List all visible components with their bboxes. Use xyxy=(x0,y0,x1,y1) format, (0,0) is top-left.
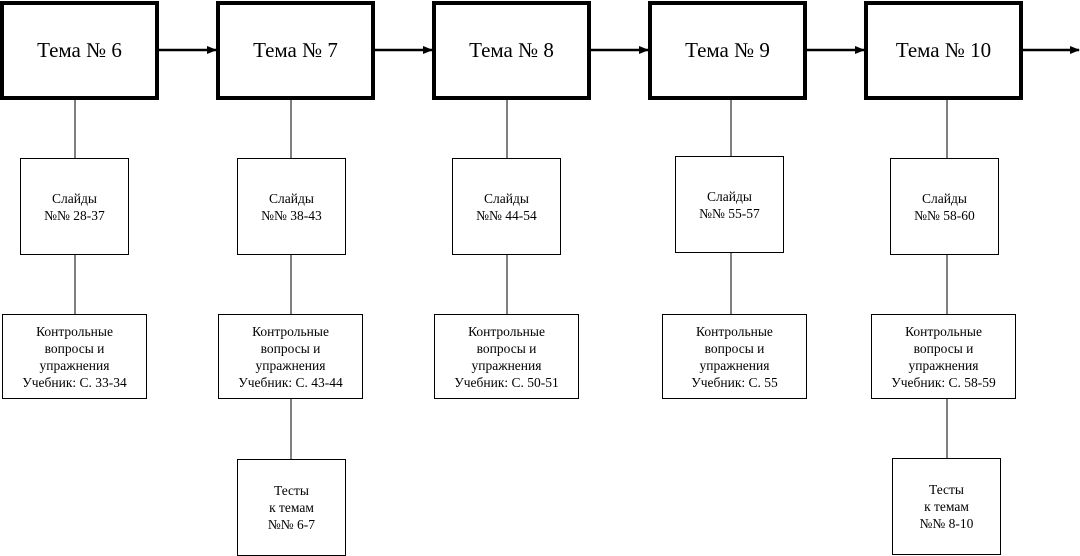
topic-8-title: Тема № 8 xyxy=(469,38,554,62)
topic-10-box: Тема № 10 xyxy=(864,1,1023,100)
topic-10-slides-box: Слайды №№ 58-60 xyxy=(890,158,999,255)
topic-6-box: Тема № 6 xyxy=(0,1,159,100)
topic-10-exercises: Контрольные вопросы и упражнения Учебник… xyxy=(891,323,996,390)
topic-9-slides-box: Слайды №№ 55-57 xyxy=(675,156,784,253)
topic-7-slides-box: Слайды №№ 38-43 xyxy=(237,158,346,255)
topic-9-exercises: Контрольные вопросы и упражнения Учебник… xyxy=(691,323,778,390)
topic-7-exercises-box: Контрольные вопросы и упражнения Учебник… xyxy=(218,314,363,399)
topic-8-box: Тема № 8 xyxy=(432,1,591,100)
topic-7-slides: Слайды №№ 38-43 xyxy=(261,190,322,223)
topic-6-exercises: Контрольные вопросы и упражнения Учебник… xyxy=(22,323,127,390)
topic-9-box: Тема № 9 xyxy=(648,1,807,100)
topic-10-tests: Тесты к темам №№ 8-10 xyxy=(919,482,974,531)
topic-9-exercises-box: Контрольные вопросы и упражнения Учебник… xyxy=(662,314,807,399)
topic-8-slides-box: Слайды №№ 44-54 xyxy=(452,158,561,255)
topic-6-slides: Слайды №№ 28-37 xyxy=(44,190,105,223)
topic-7-tests-box: Тесты к темам №№ 6-7 xyxy=(237,459,346,556)
topic-6-exercises-box: Контрольные вопросы и упражнения Учебник… xyxy=(2,314,147,399)
topic-10-title: Тема № 10 xyxy=(895,38,992,62)
topic-7-tests: Тесты к темам №№ 6-7 xyxy=(267,483,316,532)
topic-7-title: Тема № 7 xyxy=(253,38,338,62)
topic-8-slides: Слайды №№ 44-54 xyxy=(476,190,537,223)
topic-9-title: Тема № 9 xyxy=(685,38,770,62)
topic-10-tests-box: Тесты к темам №№ 8-10 xyxy=(892,458,1001,555)
topic-7-box: Тема № 7 xyxy=(216,1,375,100)
topic-10-exercises-box: Контрольные вопросы и упражнения Учебник… xyxy=(871,314,1016,399)
topic-7-exercises: Контрольные вопросы и упражнения Учебник… xyxy=(238,323,343,390)
topic-6-slides-box: Слайды №№ 28-37 xyxy=(20,158,129,255)
topic-9-slides: Слайды №№ 55-57 xyxy=(699,188,760,221)
topic-8-exercises-box: Контрольные вопросы и упражнения Учебник… xyxy=(434,314,579,399)
topic-8-exercises: Контрольные вопросы и упражнения Учебник… xyxy=(454,323,559,390)
topic-6-title: Тема № 6 xyxy=(37,38,122,62)
topic-10-slides: Слайды №№ 58-60 xyxy=(914,190,975,223)
